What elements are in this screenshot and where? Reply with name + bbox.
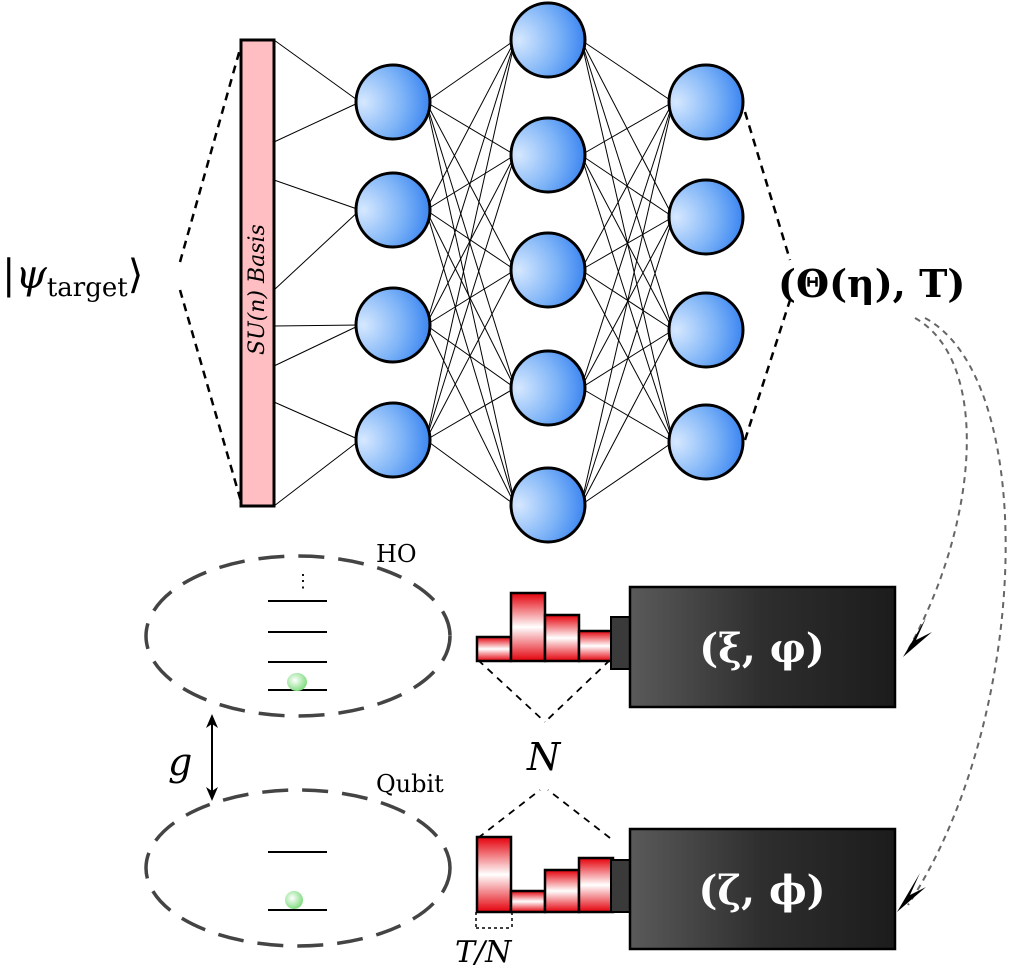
qubit-pulse-bar (577, 856, 615, 914)
psi-to-basis-lines (178, 41, 244, 506)
neuron-connection (425, 39, 516, 441)
ho-pulse-sequence (475, 591, 615, 663)
basis-connection (273, 39, 361, 103)
neuron-connection (425, 324, 516, 506)
ho-pulse-bar (475, 635, 513, 663)
qubit-ellipse (144, 788, 452, 948)
psi-target-label: |ψtarget⟩ (2, 252, 143, 303)
neuron-connection (580, 154, 674, 331)
pulse-width-label: T/N (455, 935, 513, 970)
neuron-connection (425, 269, 516, 441)
neuron-connection (425, 209, 516, 506)
neuron-connection (580, 39, 674, 443)
network-connections (273, 39, 674, 507)
hidden-neuron (509, 466, 587, 544)
input-neuron (354, 401, 432, 479)
neuron-connection (580, 216, 674, 506)
neuron-connection (580, 101, 674, 156)
qubit-levels (268, 851, 327, 911)
neuron-connection (580, 39, 674, 103)
ho-control-label: (ξ, φ) (699, 625, 825, 672)
ho-ellipse (144, 554, 452, 718)
network-neurons (354, 1, 745, 544)
qubit-pulse-bar (543, 868, 581, 914)
qubit-control-label: (ζ, ϕ) (698, 867, 825, 914)
neuron-connection (425, 387, 516, 441)
qubit-ground-state-dot (285, 891, 303, 909)
basis-connection (273, 439, 361, 507)
output-to-label-lines (743, 111, 792, 441)
arrow-head-ho (903, 618, 932, 657)
basis-connection (273, 401, 361, 441)
arrow-head-qubit (897, 873, 926, 912)
neuron-connection (425, 101, 516, 156)
ho-control-box (628, 585, 897, 709)
neuron-connection (580, 387, 674, 443)
ho-pulse-bar (577, 629, 615, 663)
neuron-connection (425, 439, 516, 506)
ho-label: HO (376, 540, 417, 568)
output-neuron (667, 291, 745, 369)
ho-ground-state-dot (287, 673, 307, 691)
hidden-neuron (509, 1, 587, 79)
basis-label: SU(n) Basis (245, 224, 270, 355)
neuron-connection (580, 154, 674, 443)
arrow-heads (897, 618, 932, 912)
neuron-connection (425, 39, 516, 103)
qubit-label: Qubit (376, 770, 444, 798)
neuron-connection (580, 269, 674, 443)
output-neuron (667, 403, 745, 481)
ho-connector (610, 616, 632, 670)
neuron-connection (580, 329, 674, 389)
neuron-connection (425, 101, 516, 506)
basis-connection (273, 324, 361, 327)
basis-connection (273, 101, 361, 143)
qubit-pulse-bar (475, 835, 513, 914)
qubit-pulse-bar (509, 889, 547, 914)
hidden-neuron (509, 349, 587, 427)
control-arrows (907, 317, 1007, 906)
basis-connection (273, 179, 361, 211)
basis-bar (239, 38, 276, 508)
output-neuron (667, 63, 745, 141)
neuron-connection (580, 441, 674, 506)
input-neuron (354, 63, 432, 141)
neuron-connection (580, 101, 674, 271)
basis-connection (273, 324, 361, 367)
neuron-connection (580, 101, 674, 506)
coupling-arrow (206, 714, 218, 801)
n-label: N (526, 735, 562, 779)
hidden-neuron (509, 231, 587, 309)
neuron-connection (425, 101, 516, 389)
qubit-control-box (628, 827, 897, 951)
arrow-to-qubit-box (907, 317, 1007, 906)
output-neuron (667, 178, 745, 256)
neuron-connection (425, 39, 516, 211)
neuron-connection (425, 101, 516, 271)
input-neuron (354, 171, 432, 249)
ho-pulse-bar (509, 591, 547, 663)
ho-dots: ⋮ (294, 571, 312, 592)
basis-connection (273, 209, 361, 291)
qubit-pulse-sequence (475, 835, 615, 914)
neuron-connection (580, 329, 674, 506)
neuron-connection (425, 154, 516, 441)
pulse-width-bracket (475, 912, 513, 930)
output-label: (Θ(η), T) (778, 261, 965, 306)
ho-pulse-bar (543, 613, 581, 663)
neuron-connection (425, 39, 516, 326)
input-neuron (354, 286, 432, 364)
neuron-connection (580, 101, 674, 389)
n-cross-lines (477, 659, 611, 839)
qubit-connector (610, 859, 632, 913)
arrow-to-ho-box (907, 317, 968, 651)
coupling-label: g (168, 740, 192, 784)
neuron-connection (425, 324, 516, 389)
neuron-connection (580, 269, 674, 331)
hidden-neuron (509, 116, 587, 194)
